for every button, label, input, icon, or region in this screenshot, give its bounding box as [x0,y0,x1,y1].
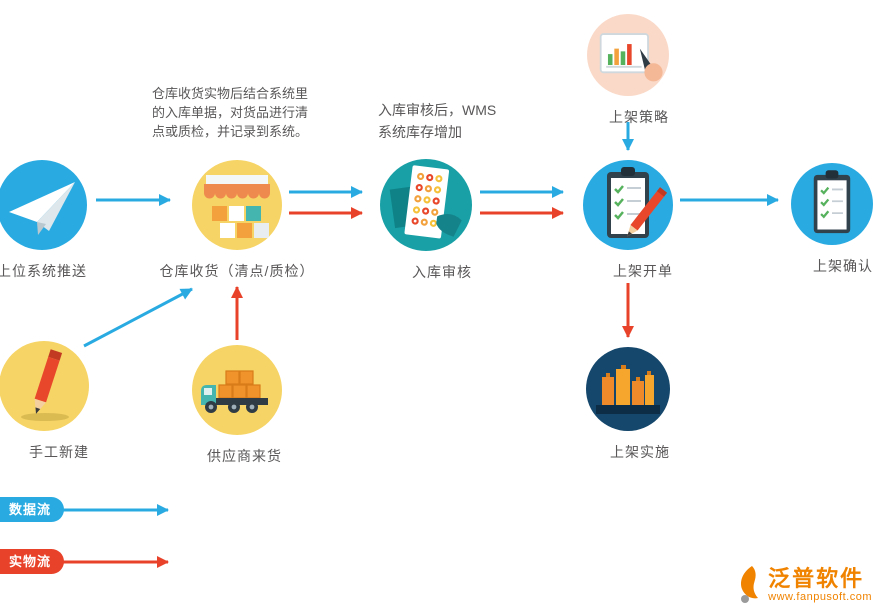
tablet-chart-icon [587,14,669,96]
legend-data-flow-label: 数据流 [0,497,65,522]
arrow-manual-to-receive [83,287,193,348]
node-strategy: 上架策略 [587,14,669,127]
node-confirm: 上架确认 [791,163,873,276]
clipboard-pencil-icon [583,160,673,250]
node-push: 上位系统推送 [0,160,87,281]
logo-icon [741,566,759,603]
legend-physical-flow-label: 实物流 [0,549,65,574]
node-supplier-label: 供应商来货 [207,448,282,464]
audit-note: 入库审核后，WMS 系统库存增加 [378,102,497,140]
node-manual-label: 手工新建 [29,444,89,460]
node-supplier: 供应商来货 [192,345,282,466]
node-push-label: 上位系统推送 [0,263,87,279]
logo: 泛普软件 www.fanpusoft.com [737,565,872,605]
shelf-containers-icon [586,347,670,431]
node-confirm-label: 上架确认 [813,258,873,274]
logo-name: 泛普软件 [768,566,865,591]
checklist-icon [791,163,873,245]
node-implement-label: 上架实施 [610,444,670,460]
node-order-label: 上架开单 [613,263,673,279]
logo-url: www.fanpusoft.com [768,591,872,603]
node-receive-label: 仓库收货（清点/质检） [159,263,315,279]
node-receive: 仓库收货（清点/质检） [160,160,313,281]
node-order: 上架开单 [583,160,673,281]
paper-plane-icon [0,160,87,250]
inspection-sheet-icon [380,159,472,251]
node-manual: 手工新建 [0,341,89,462]
receive-note: 仓库收货实物后结合系统里 的入库单据，对货品进行清 点或质检，并记录到系统。 [152,86,309,139]
node-implement: 上架实施 [586,347,670,462]
node-audit-label: 入库审核 [412,264,472,280]
warehouse-icon [192,160,282,250]
node-strategy-label: 上架策略 [609,109,669,125]
delivery-truck-icon [192,345,282,435]
node-audit: 入库审核 [380,159,472,282]
pencil-icon [0,341,89,431]
